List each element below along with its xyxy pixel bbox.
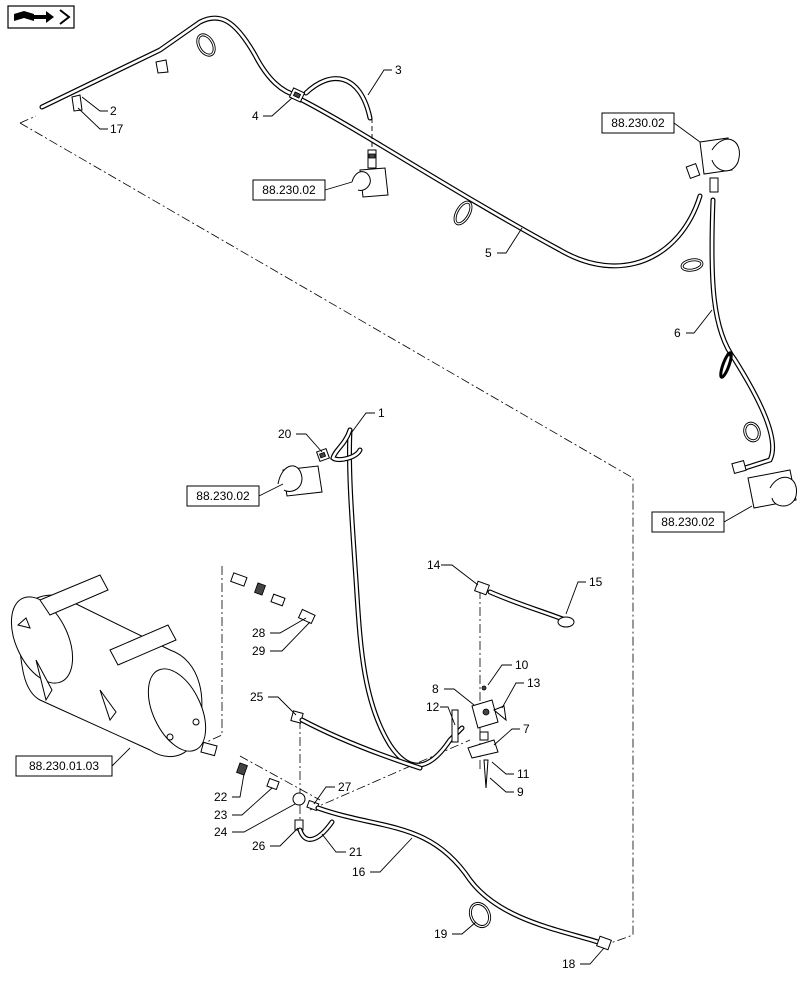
svg-text:16: 16 [352, 865, 366, 879]
fitting-18 [596, 935, 612, 951]
hose-5 [299, 97, 703, 269]
svg-text:7: 7 [523, 722, 530, 736]
svg-text:12: 12 [426, 700, 440, 714]
svg-text:27: 27 [338, 780, 352, 794]
callout-18: 18 [562, 947, 605, 971]
svg-text:15: 15 [589, 575, 603, 589]
clip-6a [680, 258, 761, 443]
svg-text:88.230.02: 88.230.02 [196, 489, 250, 503]
callout-22: 22 [214, 773, 245, 804]
clip-19 [468, 901, 492, 929]
svg-text:88.230.02: 88.230.02 [262, 183, 316, 197]
svg-text:23: 23 [214, 808, 228, 822]
valve-bracket-c [731, 460, 797, 509]
svg-text:20: 20 [278, 427, 292, 441]
callout-15: 15 [565, 575, 603, 615]
svg-text:10: 10 [515, 658, 529, 672]
fitting-4 [288, 87, 306, 103]
svg-text:88.230.01.03: 88.230.01.03 [29, 759, 99, 773]
valve-bracket-b [351, 118, 389, 198]
clip-5 [453, 200, 473, 226]
svg-text:11: 11 [517, 767, 530, 781]
valve-8 [451, 580, 575, 789]
callout-19: 19 [434, 921, 477, 941]
callout-20: 20 [278, 427, 323, 453]
callout-27: 27 [313, 780, 352, 805]
callout-9: 9 [489, 777, 524, 799]
callout-10: 10 [487, 658, 529, 686]
svg-text:2: 2 [110, 104, 117, 118]
svg-text:19: 19 [434, 927, 448, 941]
callout-14: 14 [427, 558, 479, 586]
callout-26: 26 [252, 827, 299, 853]
callout-11: 11 [491, 761, 530, 781]
callout-7: 7 [493, 722, 530, 746]
svg-text:9: 9 [517, 785, 524, 799]
svg-text:3: 3 [395, 63, 402, 77]
tank-fittings [200, 572, 320, 831]
callout-5: 5 [485, 227, 523, 260]
callout-13: 13 [501, 676, 541, 709]
book-arrow-icon[interactable] [7, 5, 75, 29]
svg-text:28: 28 [252, 626, 266, 640]
svg-text:88.230.02: 88.230.02 [661, 515, 715, 529]
svg-text:29: 29 [252, 644, 266, 658]
hose-2 [39, 15, 301, 110]
svg-text:88.230.02: 88.230.02 [611, 116, 665, 130]
ref-box-a[interactable]: 88.230.02 [601, 112, 701, 143]
svg-text:24: 24 [214, 825, 228, 839]
ref-box-d[interactable]: 88.230.02 [651, 505, 753, 533]
callout-2: 2 [81, 96, 117, 118]
callout-23: 23 [214, 787, 273, 822]
callout-3: 3 [367, 63, 402, 96]
callout-25: 25 [250, 690, 297, 716]
svg-text:25: 25 [250, 690, 264, 704]
hose-15 [487, 589, 568, 623]
svg-text:26: 26 [252, 839, 266, 853]
hose-25 [299, 717, 423, 771]
svg-text:17: 17 [110, 122, 124, 136]
svg-text:6: 6 [674, 326, 681, 340]
ref-box-b[interactable]: 88.230.02 [252, 179, 353, 201]
callout-29: 29 [252, 621, 311, 658]
svg-text:1: 1 [378, 406, 385, 420]
callout-28: 28 [252, 617, 307, 640]
svg-text:21: 21 [349, 845, 363, 859]
hose-16 [315, 805, 601, 945]
air-tank [10, 574, 207, 758]
hose-1 [330, 427, 465, 768]
callout-6: 6 [674, 309, 713, 340]
svg-text:18: 18 [562, 957, 576, 971]
hose-3 [303, 76, 373, 121]
ref-box-c[interactable]: 88.230.02 [186, 483, 284, 507]
callout-17: 17 [77, 107, 124, 136]
callout-1: 1 [351, 406, 385, 433]
svg-text:22: 22 [214, 790, 228, 804]
hose-21 [297, 819, 335, 842]
ref-box-e[interactable]: 88.230.01.03 [15, 747, 131, 777]
callout-24: 24 [214, 803, 296, 839]
callout-8: 8 [432, 682, 475, 706]
svg-text:13: 13 [527, 676, 541, 690]
hose-6 [709, 197, 776, 471]
svg-text:14: 14 [427, 558, 441, 572]
valve-bracket-d [277, 447, 331, 497]
callout-12: 12 [426, 700, 456, 726]
svg-text:4: 4 [252, 109, 259, 123]
callout-21: 21 [321, 833, 363, 859]
svg-text:5: 5 [485, 246, 492, 260]
clip-17 [71, 33, 216, 112]
svg-text:8: 8 [432, 682, 439, 696]
callout-16: 16 [352, 837, 413, 879]
callout-4: 4 [252, 97, 293, 123]
valve-bracket-a [685, 137, 740, 193]
